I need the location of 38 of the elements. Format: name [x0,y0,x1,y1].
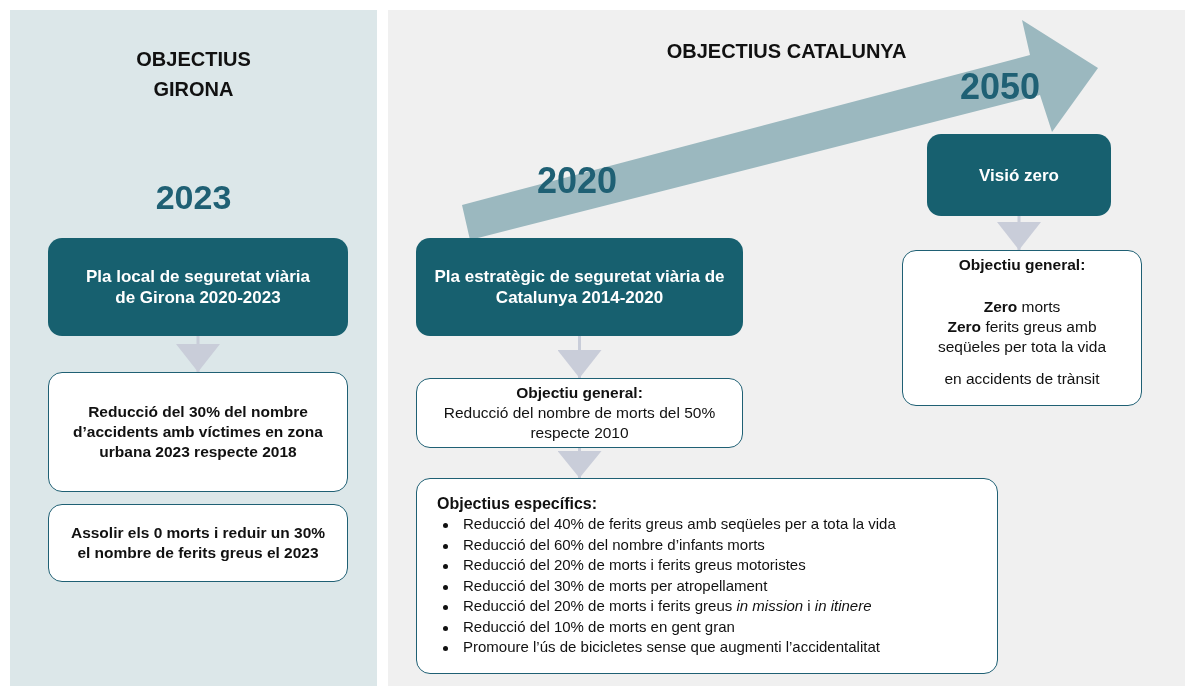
arrow [557,336,602,378]
goal-box [48,372,348,492]
box-text: Assolir els 0 morts i reduir un 30% el nombre de ferits greus el 2023 [69,523,327,563]
box-text: Zero ferits greus amb seqüeles per tota la vida [937,317,1107,357]
box-heading: Objectiu general: [516,383,643,403]
bullet-item: Reducció del 60% del nombre d’infants morts [463,534,765,555]
box-text: Reducció del 30% del nombre d’accidents amb víctimes en zona urbana 2023 respecte 2018 [72,402,324,462]
bullet-item: Reducció del 30% de morts per atropellament [463,575,768,596]
box-heading: Objectius específics: [437,494,598,515]
bullet-item: Reducció del 20% de morts i ferits greus in mission i in itinere [463,596,872,617]
panel-title: OBJECTIUS CATALUNYA [665,39,908,64]
panel-title: OBJECTIUS GIRONA [135,47,252,102]
plan-box [48,238,348,336]
year-label: 2050 [960,66,1041,108]
year-label: 2020 [537,160,618,202]
bullet-item: Promoure l’ús de bicicletes sense que augmenti l’accidentalitat [463,637,880,658]
box-text: Reducció del nombre de morts del 50% respecte 2010 [442,403,717,443]
box-text: en accidents de trànsit [944,369,1100,389]
goal-box [902,250,1142,406]
goal-box [48,504,348,582]
bullet-item: Reducció del 10% de morts en gent gran [463,616,735,637]
box-heading: Objectiu general: [958,255,1086,275]
plan-box [927,134,1111,216]
bullet-item: Reducció del 20% de morts i ferits greus motoristes [463,555,806,576]
panel-background [10,10,377,686]
panel-background [388,10,1185,686]
box-text: Pla estratègic de seguretat viària de Catalunya 2014-2020 [433,266,726,308]
year-heading: 2023 [154,178,233,217]
goal-box [416,378,743,448]
bullet-item: Reducció del 40% de ferits greus amb seqüeles per a tota la vida [463,514,896,535]
arrow [176,336,220,372]
arrow [997,216,1041,250]
plan-box [416,238,743,336]
box-text: Pla local de seguretat viària de Girona 2020-2023 [85,266,311,308]
arrow [557,448,602,478]
box-text: Visió zero [979,164,1059,186]
box-text: Zero morts [983,297,1061,317]
goal-box [416,478,998,674]
